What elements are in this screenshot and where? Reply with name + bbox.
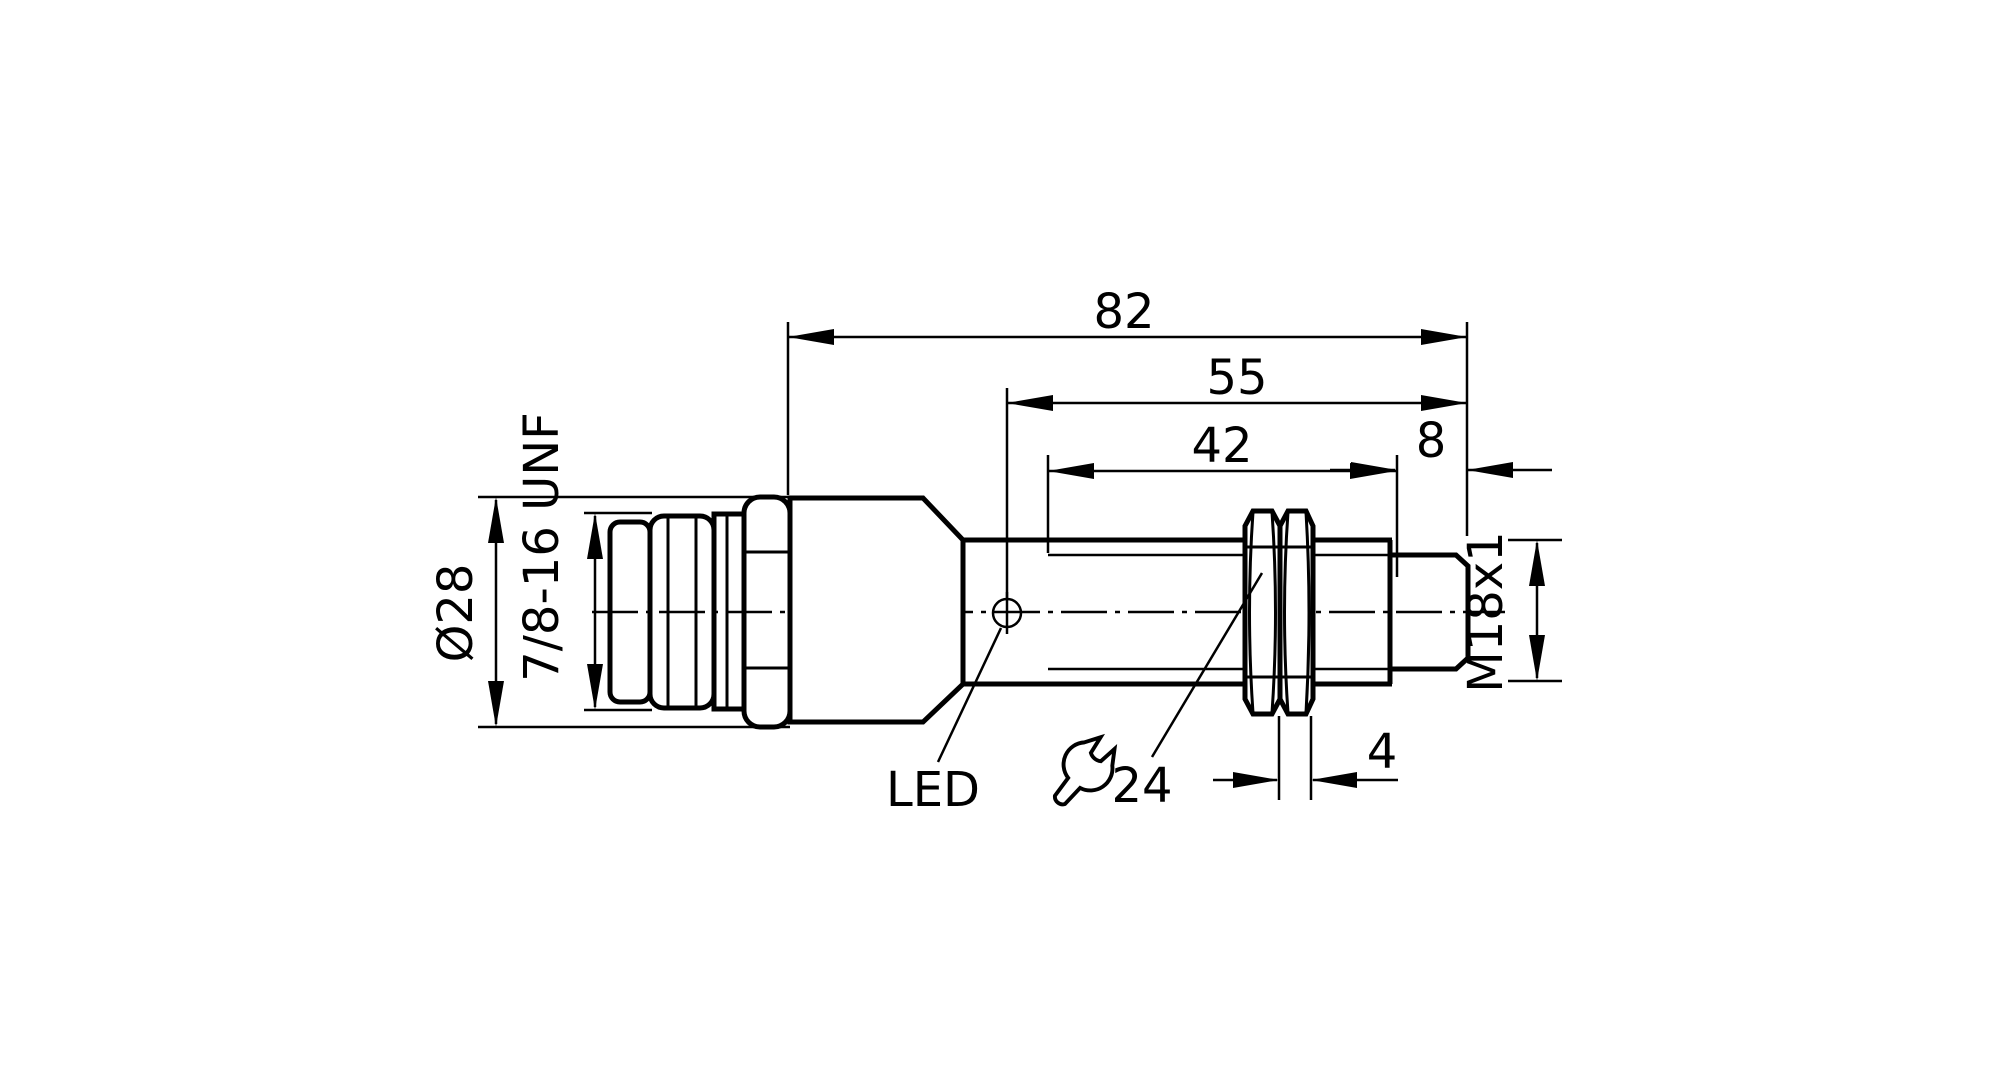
dim-28-arrow-down [488, 681, 504, 727]
dim-unf-label: 7/8-16 UNF [514, 412, 570, 682]
dim-m18-arrow-up [1529, 540, 1545, 586]
dim-4: 4 [1213, 716, 1398, 800]
dim-55-arrow-right [1421, 395, 1467, 411]
dim-4-arrow-left [1233, 772, 1279, 788]
dim-8: 8 [1330, 413, 1552, 478]
dim-barrel-thread: M18x1 [1458, 531, 1562, 693]
dim-unf-arrow-down [587, 664, 603, 710]
dim-28-arrow-up [488, 497, 504, 543]
dim-unf-arrow-up [587, 513, 603, 559]
dim-82-label: 82 [1093, 284, 1154, 340]
wrench-leader-line [1150, 572, 1264, 758]
threaded-barrel [963, 537, 1471, 687]
dim-4-arrow-right [1311, 772, 1357, 788]
dim-8-arrow-left [1351, 462, 1397, 478]
lock-nut-right-face-curves [1283, 511, 1311, 714]
lock-nut-right [1277, 508, 1316, 717]
dim-connector-thread: 7/8-16 UNF [514, 412, 652, 712]
dim-82-arrow-left [788, 329, 834, 345]
dim-4-label: 4 [1367, 724, 1398, 780]
dim-82-arrow-right [1421, 329, 1467, 345]
lock-nut-left-face-curves [1248, 511, 1277, 714]
wrench-icon [1053, 733, 1118, 807]
connector-plug [607, 494, 793, 730]
dim-42-arrow-left [1048, 463, 1094, 479]
led-leader-line [936, 627, 1003, 763]
sensor-body [787, 495, 966, 725]
dim-55-label: 55 [1206, 350, 1267, 406]
sensor-tip [1390, 552, 1471, 672]
dim-42: 42 [1046, 418, 1399, 577]
dim-8-arrow-right [1467, 462, 1513, 478]
dim-55: 55 [1005, 350, 1467, 599]
dim-body-diameter: Ø28 [428, 497, 504, 727]
lock-nuts [1242, 508, 1316, 717]
dim-8-label: 8 [1416, 413, 1447, 469]
led-label: LED [886, 762, 980, 818]
dim-42-label: 42 [1191, 418, 1252, 474]
dim-55-arrow-left [1007, 395, 1053, 411]
dim-82: 82 [786, 284, 1469, 536]
dim-28-label: Ø28 [428, 564, 484, 663]
wrench-size-label: 24 [1111, 758, 1172, 814]
wrench-callout: 24 [1053, 572, 1264, 814]
dim-m18-arrow-down [1529, 635, 1545, 681]
dim-m18-label: M18x1 [1458, 531, 1514, 692]
